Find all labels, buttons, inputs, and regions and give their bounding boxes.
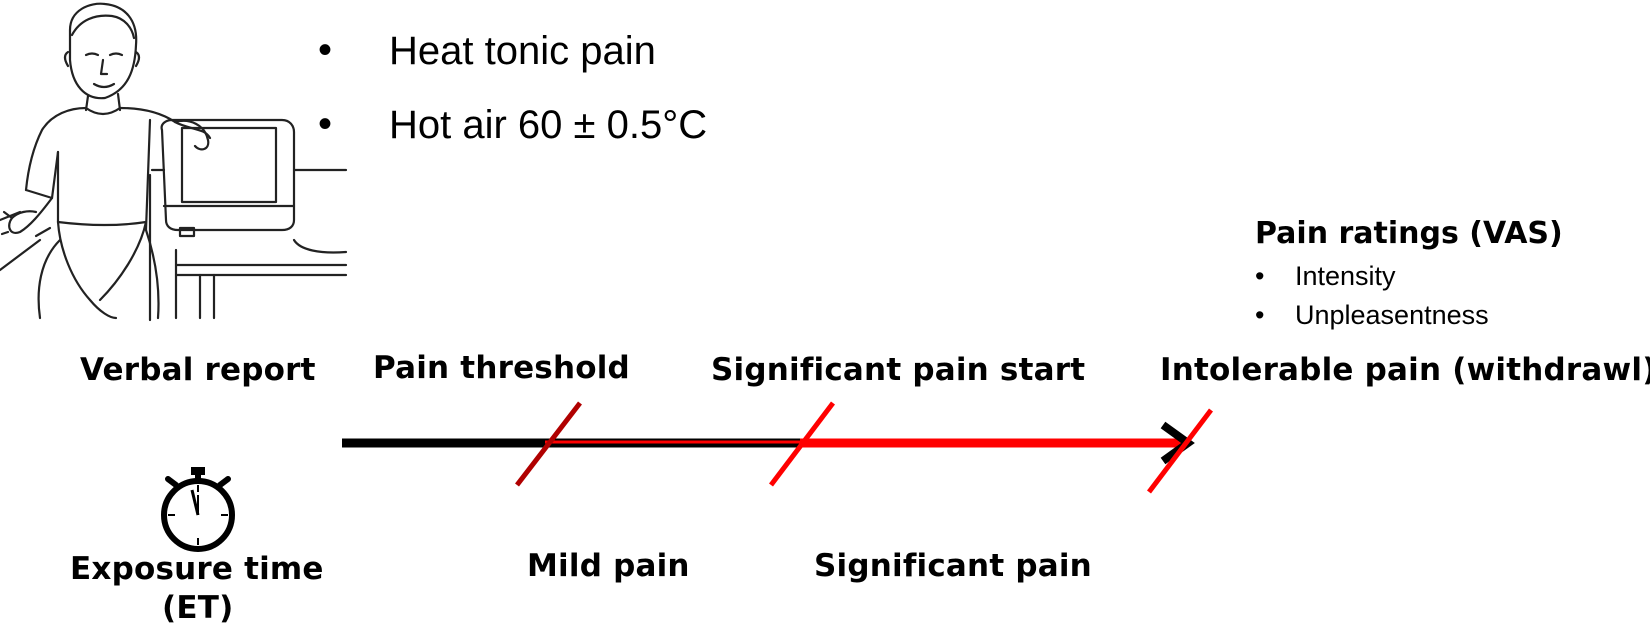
label-mild-pain: Mild pain: [527, 548, 690, 584]
label-verbal-report: Verbal report: [80, 352, 316, 388]
stopwatch-icon: [161, 467, 235, 552]
pain-ratings-block: Pain ratings (VAS) • Intensity • Unpleasen…: [1255, 216, 1563, 339]
bullet-glyph: •: [318, 102, 333, 146]
bullet-text-heat-tonic-pain: Heat tonic pain: [389, 29, 656, 73]
bullet-glyph: •: [318, 28, 333, 72]
marker-significant-pain-start: [769, 401, 835, 487]
label-significant-pain-start: Significant pain start: [711, 352, 1086, 388]
label-exposure-time-abbrev: (ET): [162, 590, 234, 626]
label-exposure-time: Exposure time: [70, 551, 324, 587]
person-at-heat-box-illustration: [0, 2, 348, 322]
pain-rating-item: • Unpleasentness: [1255, 300, 1563, 339]
bullet-glyph: •: [1255, 261, 1265, 291]
pain-rating-unpleasantness: Unpleasentness: [1295, 300, 1489, 330]
pain-rating-item: • Intensity: [1255, 261, 1563, 300]
label-significant-pain: Significant pain: [814, 548, 1092, 584]
marker-pain-threshold: [515, 401, 582, 487]
bullet-text-hot-air: Hot air 60 ± 0.5°C: [389, 103, 708, 147]
label-intolerable-pain: Intolerable pain (withdrawl): [1160, 352, 1650, 388]
label-pain-threshold: Pain threshold: [373, 350, 630, 386]
bullet-glyph: •: [1255, 300, 1265, 330]
pain-rating-intensity: Intensity: [1295, 261, 1396, 291]
pain-ratings-list: • Intensity • Unpleasentness: [1255, 261, 1563, 339]
pain-ratings-title: Pain ratings (VAS): [1255, 216, 1563, 251]
marker-intolerable-pain: [1147, 408, 1213, 494]
